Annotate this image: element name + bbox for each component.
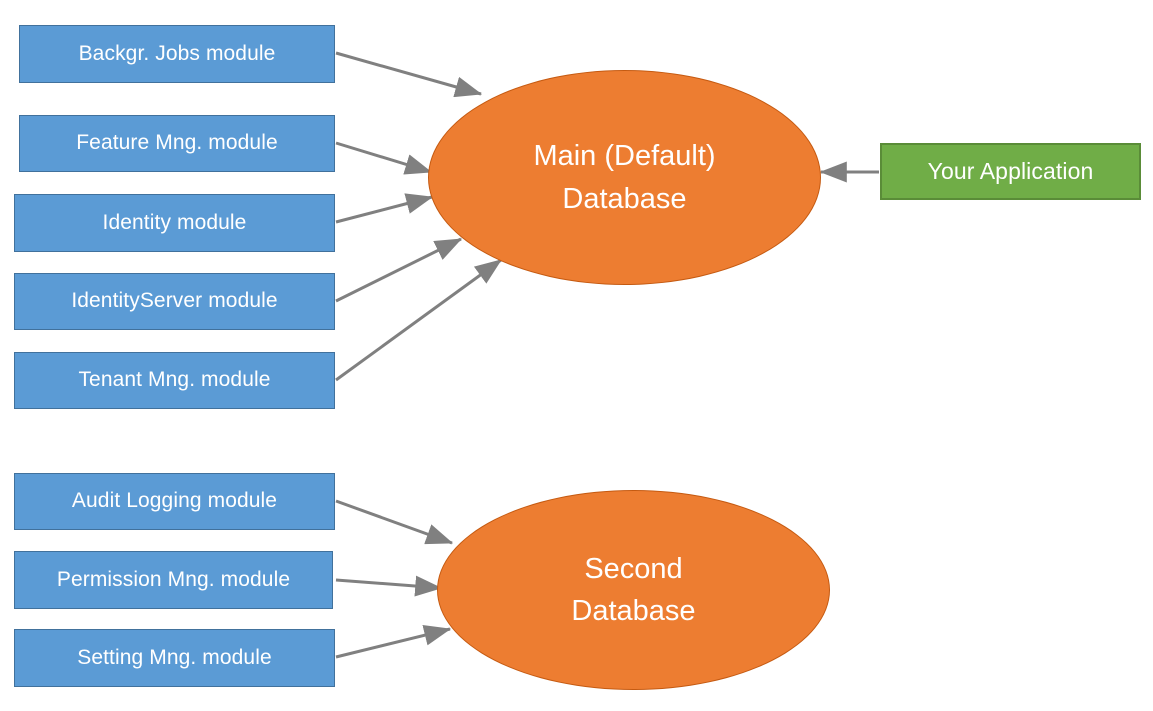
module-label: Permission Mng. module bbox=[56, 567, 291, 591]
database-second[interactable]: Second Database bbox=[437, 490, 830, 690]
application-label: Your Application bbox=[927, 158, 1094, 185]
module-box-identity[interactable]: Identity module bbox=[14, 194, 335, 252]
database-label-line2: Database bbox=[571, 595, 696, 627]
module-box-audit-logging[interactable]: Audit Logging module bbox=[14, 473, 335, 530]
module-label: Audit Logging module bbox=[71, 489, 278, 513]
database-main-default[interactable]: Main (Default) Database bbox=[428, 70, 821, 285]
arrow-feature-mng-to-main bbox=[335, 141, 433, 175]
module-label: Backgr. Jobs module bbox=[78, 41, 276, 65]
arrow-permission-mng-to-second bbox=[335, 575, 443, 597]
arrow-backgr-jobs-to-main bbox=[335, 51, 483, 98]
module-label: Tenant Mng. module bbox=[78, 368, 271, 392]
module-label: Feature Mng. module bbox=[76, 131, 278, 155]
module-label: IdentityServer module bbox=[71, 289, 278, 313]
arrow-setting-mng-to-second bbox=[335, 624, 452, 659]
module-label: Setting Mng. module bbox=[77, 645, 272, 669]
database-label-line2: Database bbox=[562, 182, 687, 215]
arrow-identity-to-main bbox=[335, 193, 434, 224]
module-label: Identity module bbox=[102, 210, 247, 234]
module-box-backgr-jobs[interactable]: Backgr. Jobs module bbox=[19, 25, 335, 83]
module-box-permission-mng[interactable]: Permission Mng. module bbox=[14, 551, 333, 609]
module-box-feature-mng[interactable]: Feature Mng. module bbox=[19, 115, 335, 172]
database-label-line1: Main (Default) bbox=[533, 140, 716, 173]
arrow-identityserver-to-main bbox=[335, 237, 463, 303]
application-box[interactable]: Your Application bbox=[880, 143, 1141, 200]
database-label-line1: Second bbox=[584, 552, 683, 585]
module-box-identityserver[interactable]: IdentityServer module bbox=[14, 273, 335, 330]
arrow-audit-logging-to-second bbox=[335, 499, 454, 545]
module-box-setting-mng[interactable]: Setting Mng. module bbox=[14, 629, 335, 687]
module-box-tenant-mng[interactable]: Tenant Mng. module bbox=[14, 352, 335, 409]
arrow-tenant-mng-to-main bbox=[335, 258, 502, 382]
